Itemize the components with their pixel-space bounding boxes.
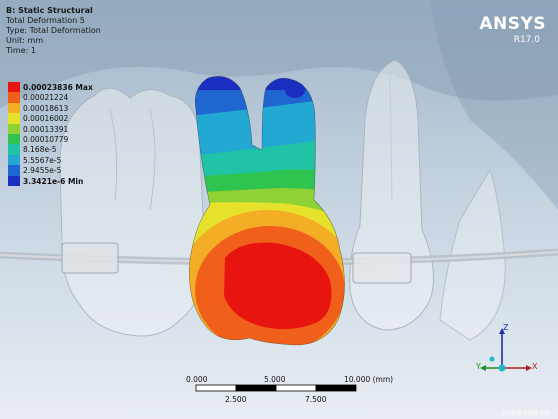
gum-ghost (430, 0, 558, 210)
contoured-tooth (189, 76, 345, 346)
legend-swatch (8, 102, 20, 114)
legend-swatch (8, 165, 20, 176)
legend-label: 8.168e-5 (23, 145, 57, 155)
scale-label-5: 5.000 (264, 375, 286, 384)
left-bracket (61, 242, 119, 274)
result-type: Type: Total Deformation (6, 26, 101, 35)
ansys-logo: ANSYS (479, 14, 546, 34)
legend-swatch (8, 82, 20, 93)
legend-label: 3.3421e-6 Min (23, 176, 84, 186)
legend-swatch (8, 133, 20, 145)
legend-label: 0.00016002 (23, 114, 69, 124)
axis-triad[interactable] (470, 322, 540, 378)
left-molar-ghost (59, 87, 206, 337)
legend-swatch (8, 123, 20, 134)
result-unit: Unit: mm (6, 36, 44, 45)
scale-label-2-5: 2.500 (225, 395, 247, 404)
scale-label-10: 10.000 (mm) (344, 375, 394, 384)
legend-label: 2.9455e-5 (23, 166, 62, 176)
analysis-title: B: Static Structural (6, 6, 93, 15)
scale-label-0: 0.000 (186, 375, 208, 384)
legend-label: 0.00023836 Max (23, 83, 93, 92)
ansys-version: R17.0 (513, 35, 540, 45)
scale-label-7-5: 7.500 (305, 395, 327, 404)
legend-label: 5.5567e-5 (23, 155, 62, 165)
legend-label: 0.00021224 (23, 93, 69, 103)
legend-swatch (8, 92, 20, 103)
triad-z-label: Z (503, 323, 509, 332)
legend-label: 0.00013391 (23, 124, 69, 134)
legend-label: 0.00010779 (23, 134, 69, 144)
triad-x-label: X (532, 362, 538, 371)
legend-swatch (8, 154, 20, 166)
jaw-ghost (0, 0, 558, 108)
result-time: Time: 1 (6, 46, 36, 55)
result-name: Total Deformation 5 (6, 16, 85, 25)
legend-swatch (8, 144, 20, 155)
legend-label: 0.00018613 (23, 103, 69, 113)
watermark: www.cae.cn (502, 408, 550, 417)
legend-swatch (8, 113, 20, 124)
right-bracket (352, 252, 412, 284)
legend-swatch (8, 175, 20, 186)
triad-y-label: Y (476, 362, 481, 371)
